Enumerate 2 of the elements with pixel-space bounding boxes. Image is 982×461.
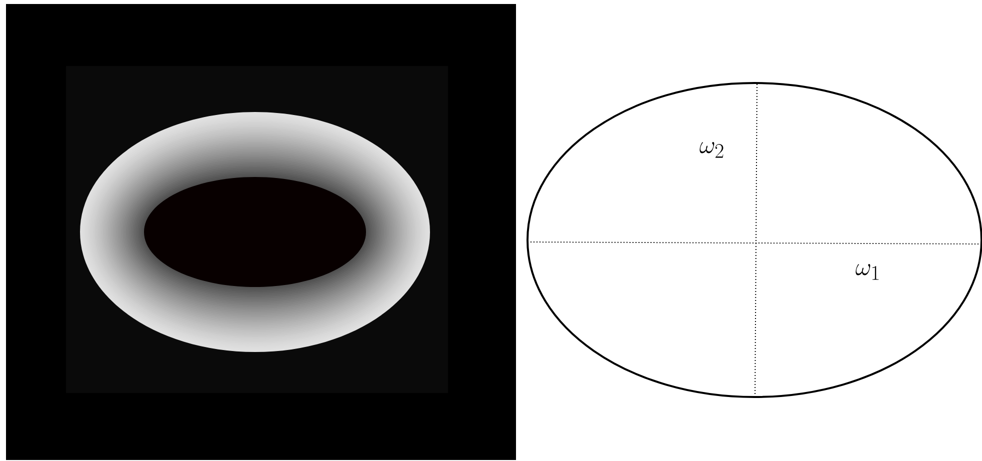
axis-label: $\omega_1$ — [856, 264, 879, 280]
axis-label: $\omega_2$ — [700, 142, 724, 158]
